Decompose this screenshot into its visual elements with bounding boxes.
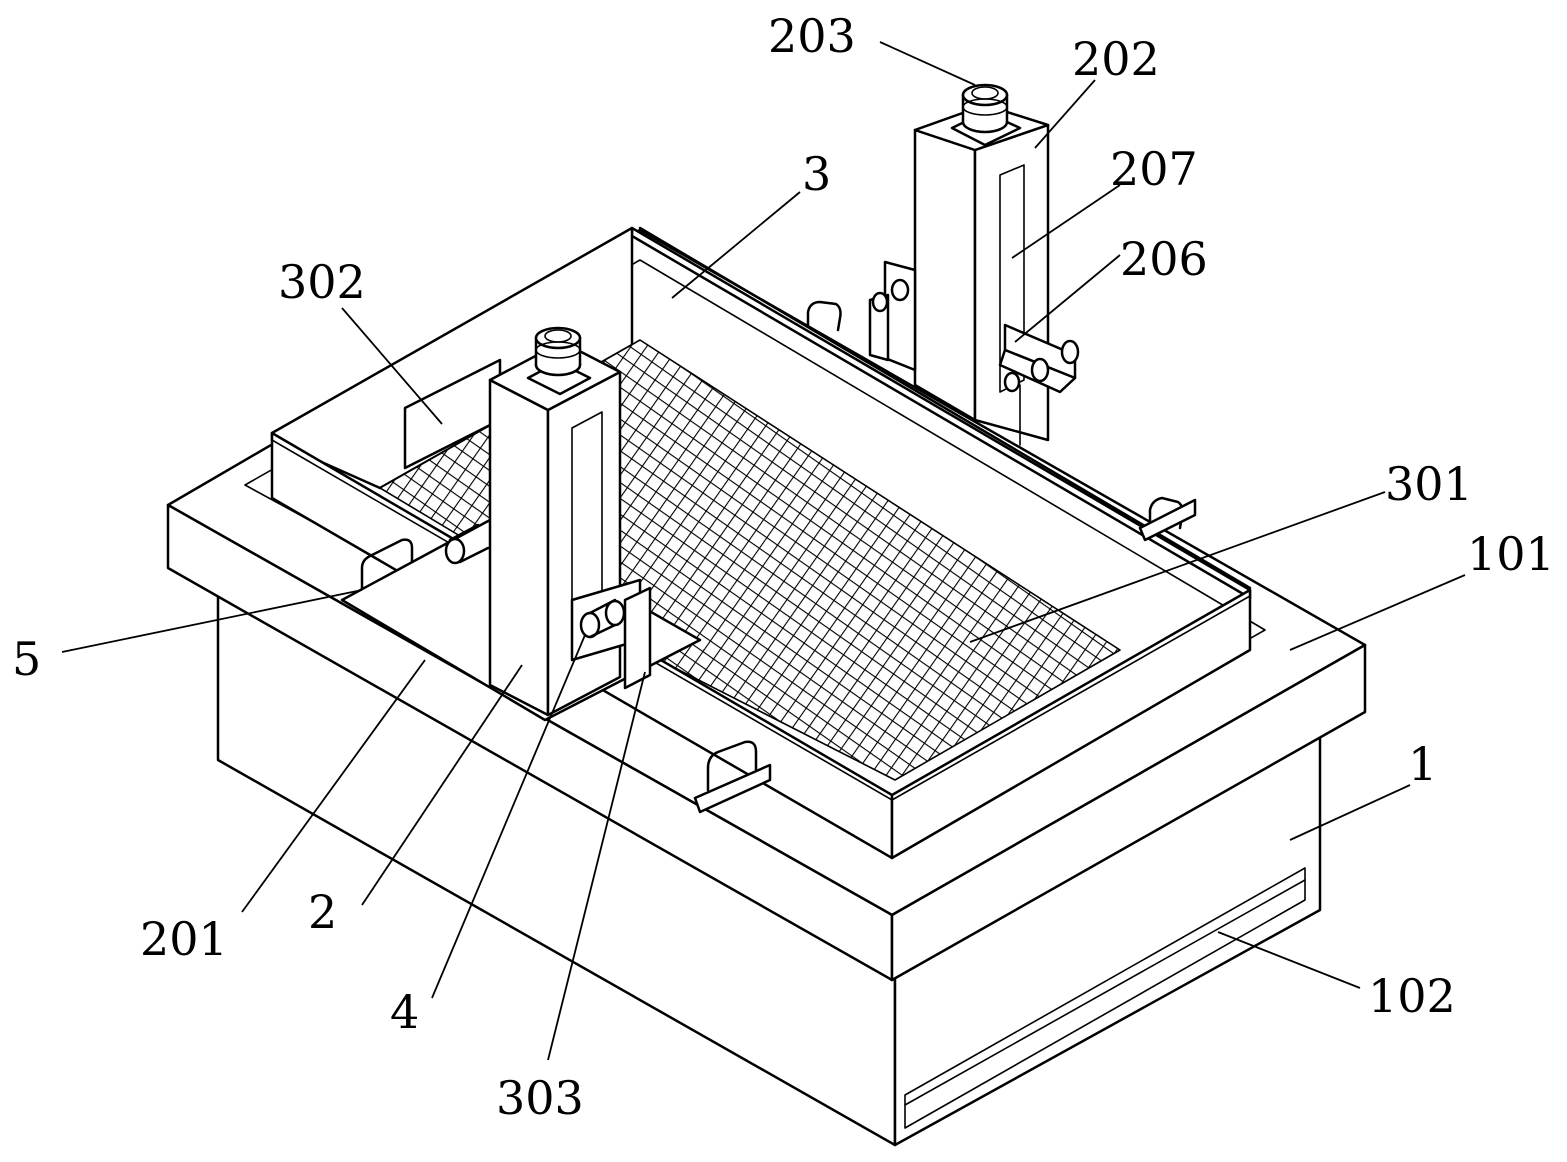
leader-3 xyxy=(671,191,801,299)
label-102: 102 xyxy=(1368,969,1456,1023)
leader-1 xyxy=(1289,784,1411,841)
handle-left xyxy=(360,538,414,600)
leader-201 xyxy=(241,659,426,913)
leader-5 xyxy=(61,589,363,653)
left-pipe xyxy=(444,523,490,565)
label-303: 303 xyxy=(496,1071,584,1125)
leader-302 xyxy=(341,307,443,425)
label-301: 301 xyxy=(1385,457,1473,511)
back-slot xyxy=(999,164,1025,393)
leader-303 xyxy=(547,671,646,1061)
leader-4 xyxy=(431,634,586,999)
leader-202 xyxy=(1034,79,1096,149)
handles xyxy=(360,300,1197,814)
label-206: 206 xyxy=(1120,232,1208,286)
drawer-opening xyxy=(904,867,1306,1129)
label-207: 207 xyxy=(1110,142,1198,196)
label-3: 3 xyxy=(802,147,831,201)
label-202: 202 xyxy=(1072,32,1160,86)
label-2: 2 xyxy=(308,885,337,939)
leader-lines xyxy=(61,41,1466,1061)
label-201: 201 xyxy=(140,912,228,966)
label-101: 101 xyxy=(1467,527,1555,581)
label-1: 1 xyxy=(1408,737,1437,791)
front-column xyxy=(488,326,622,717)
reference-labels: 203 202 3 207 206 302 301 101 5 1 201 2 … xyxy=(12,9,1555,1125)
leader-101 xyxy=(1289,574,1466,651)
handle-front xyxy=(706,740,758,792)
leader-102 xyxy=(1217,931,1361,989)
label-203: 203 xyxy=(768,9,856,63)
handle-back xyxy=(806,300,842,332)
label-5: 5 xyxy=(12,632,41,686)
label-302: 302 xyxy=(278,255,366,309)
leader-203 xyxy=(879,41,976,86)
front-clamp xyxy=(570,578,652,690)
label-4: 4 xyxy=(390,985,419,1039)
leader-206 xyxy=(1014,254,1121,343)
leader-207 xyxy=(1011,184,1121,259)
leader-301 xyxy=(969,491,1386,643)
back-column xyxy=(868,83,1080,446)
leader-2 xyxy=(361,664,523,906)
